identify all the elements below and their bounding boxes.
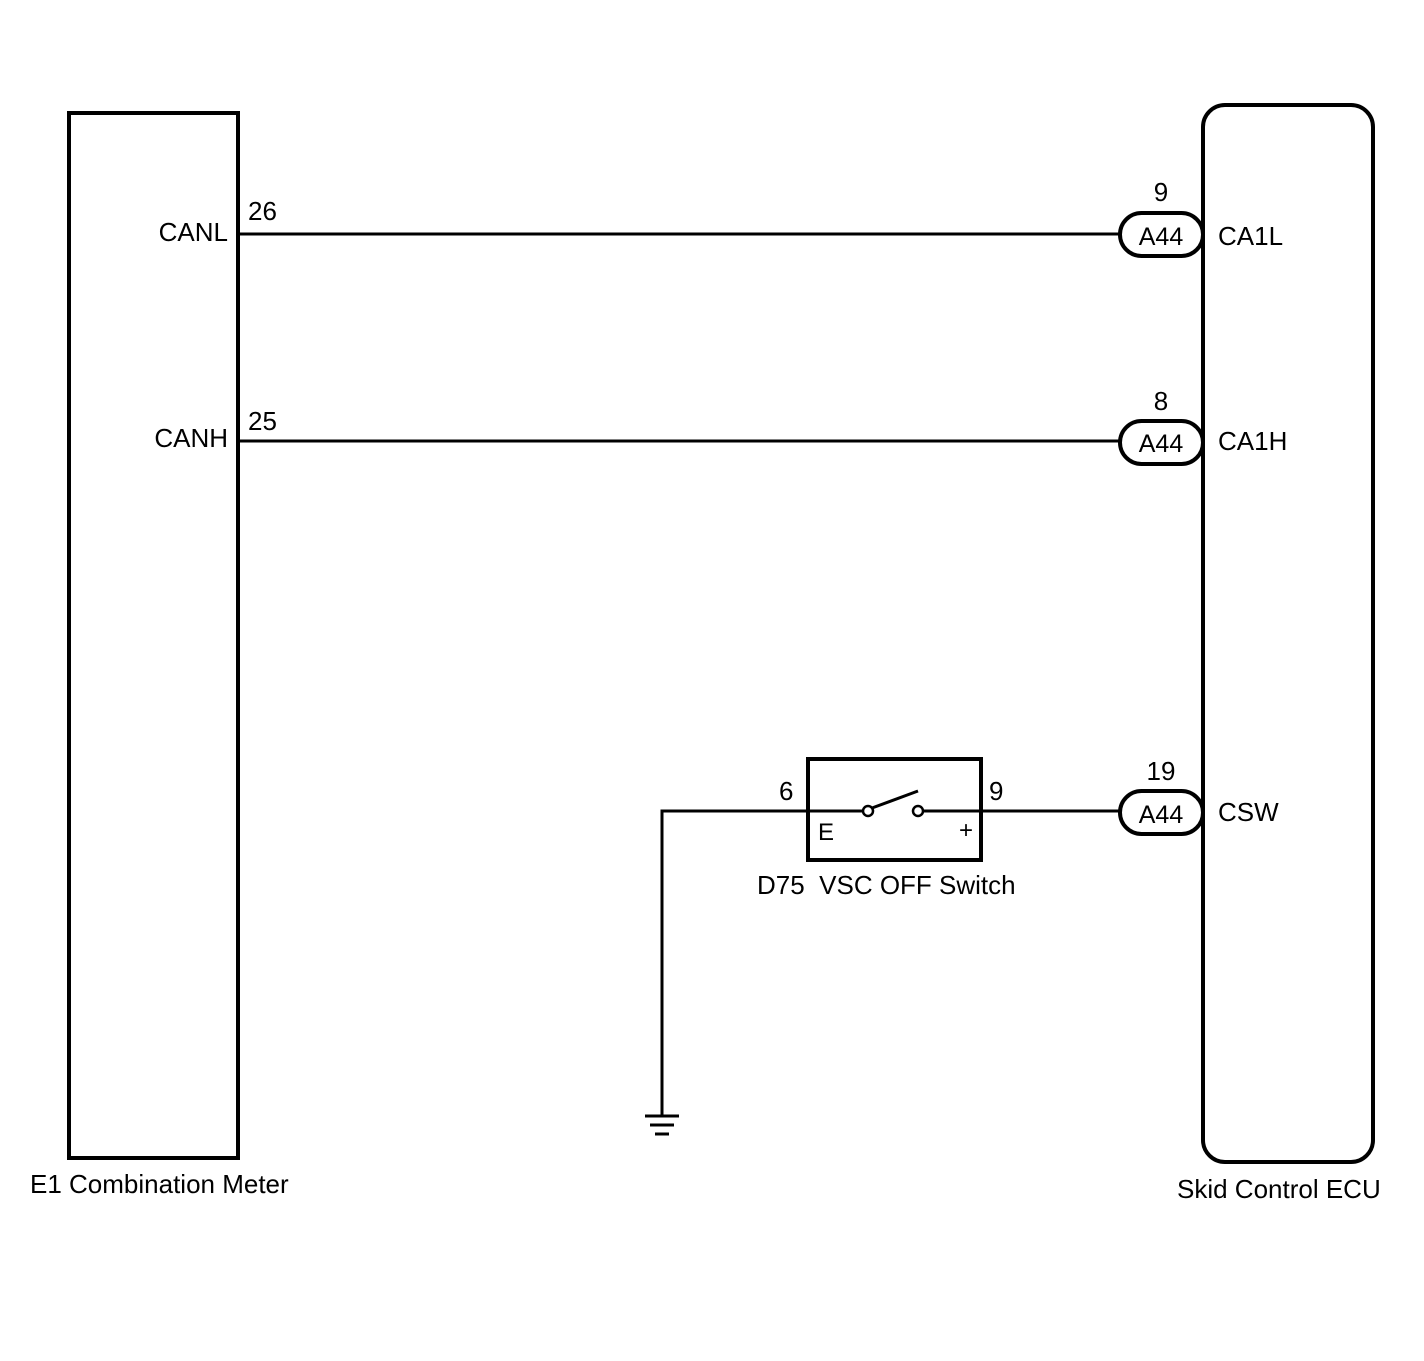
ground-icon [645,1114,679,1136]
canh-pin-number: 25 [248,406,277,436]
connector-a44-csw [1118,789,1205,836]
connector-a44-csw-label: A44 [1139,801,1184,829]
vsc-off-switch-label: D75 VSC OFF Switch [757,870,1016,900]
switch-terminal-plus: + [959,817,973,844]
switch-pin-e-number: 6 [779,776,793,806]
connector-a44-ca1l [1118,211,1205,258]
csw-circuit-group: E + 6 9 D75 VSC OFF Switch A44 19 CSW [645,756,1279,1136]
connector-a44-ca1l-label: A44 [1139,223,1184,251]
combination-meter-label: E1 Combination Meter [30,1169,289,1199]
ca1l-pin-number: 9 [1154,177,1168,207]
canh-wire-group: CANH 25 A44 8 CA1H [154,386,1287,466]
canl-wire-group: CANL 26 A44 9 CA1L [159,177,1283,258]
connector-a44-ca1h [1118,419,1205,466]
switch-pin-plus-number: 9 [989,776,1003,806]
ca1l-pin-label: CA1L [1218,221,1283,251]
combination-meter-box [67,111,240,1160]
canh-pin-label: CANH [154,423,228,453]
ca1h-pin-label: CA1H [1218,426,1287,456]
connector-a44-ca1h-label: A44 [1139,430,1184,458]
skid-control-ecu-label: Skid Control ECU [1177,1174,1381,1204]
csw-pin-number: 19 [1147,756,1176,786]
switch-contact-icon [808,789,981,818]
ca1h-pin-number: 8 [1154,386,1168,416]
canl-pin-number: 26 [248,196,277,226]
csw-pin-label: CSW [1218,797,1279,827]
switch-terminal-e: E [818,819,834,846]
canl-pin-label: CANL [159,217,228,247]
skid-control-ecu-box [1201,103,1375,1164]
ground-wire [660,809,808,1116]
